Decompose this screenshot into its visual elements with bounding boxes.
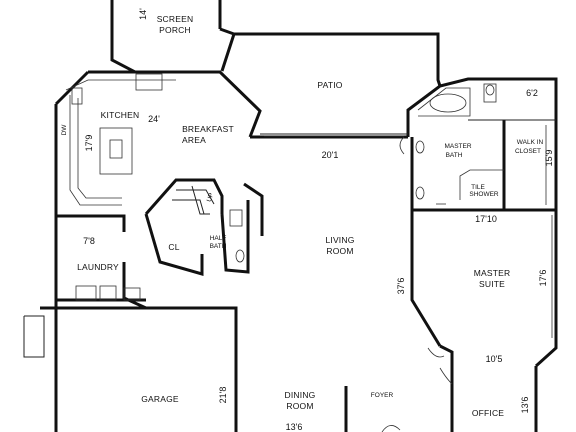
- living-line2: ROOM: [326, 246, 353, 256]
- dim-closet-depth: 15'9: [544, 150, 554, 167]
- master-bath-line1: MASTER: [444, 143, 471, 150]
- breakfast-line1: BREAKFAST: [182, 124, 234, 134]
- dim-living-depth: 37'6: [396, 278, 406, 295]
- dim-bath-width: 17'10: [475, 214, 497, 224]
- master-bath-line2: BATH: [446, 152, 463, 159]
- screen-porch-line1: SCREEN: [157, 14, 194, 24]
- living-line1: LIVING: [325, 235, 354, 245]
- dim-kitchen-depth: 17'9: [84, 135, 94, 152]
- closet-line2: CLOSET: [515, 148, 541, 155]
- suite-line1: MASTER: [474, 268, 511, 278]
- dim-closet-width: 6'2: [526, 88, 538, 98]
- half-bath-line1: HALF: [210, 235, 227, 242]
- half-bath-line2: BATH: [210, 243, 227, 250]
- label-office: OFFICE: [472, 408, 504, 418]
- dim-suite-depth: 17'6: [538, 270, 548, 287]
- dim-living-width: 20'1: [322, 150, 339, 160]
- label-up: UP: [206, 192, 216, 203]
- label-garage: GARAGE: [141, 394, 179, 404]
- dimension-labels: 14' 24' 17'9 20'1 6'2 15'9 17'10 7'8 17'…: [83, 8, 554, 432]
- label-master-bath: MASTER BATH: [444, 143, 471, 159]
- suite-line2: SUITE: [479, 279, 505, 289]
- dining-line2: ROOM: [286, 401, 313, 411]
- label-foyer: FOYER: [371, 392, 394, 399]
- label-cl: CL: [168, 242, 179, 252]
- label-patio: PATIO: [317, 80, 342, 90]
- dim-kitchen-width: 24': [148, 114, 160, 124]
- label-kitchen: KITCHEN: [101, 110, 140, 120]
- label-walk-in-closet: WALK IN CLOSET: [515, 139, 544, 155]
- dim-office-depth: 13'6: [520, 397, 530, 414]
- fixtures: [65, 73, 553, 432]
- exterior-walls: [23, 0, 558, 432]
- label-dw: DW: [61, 124, 68, 136]
- dim-dining-width: 13'6: [286, 422, 303, 432]
- dining-line1: DINING: [285, 390, 316, 400]
- label-laundry: LAUNDRY: [77, 262, 119, 272]
- interior-walls: [56, 119, 556, 347]
- shower-line2: SHOWER: [469, 191, 499, 198]
- dim-office-width: 10'5: [486, 354, 503, 364]
- breakfast-line2: AREA: [182, 135, 206, 145]
- closet-line1: WALK IN: [517, 139, 544, 146]
- dim-garage-depth: 21'8: [218, 387, 228, 404]
- dim-laundry-width: 7'8: [83, 236, 95, 246]
- screen-porch-line2: PORCH: [159, 25, 191, 35]
- shower-line1: TILE: [471, 184, 485, 191]
- dim-porch-width: 14': [138, 8, 148, 20]
